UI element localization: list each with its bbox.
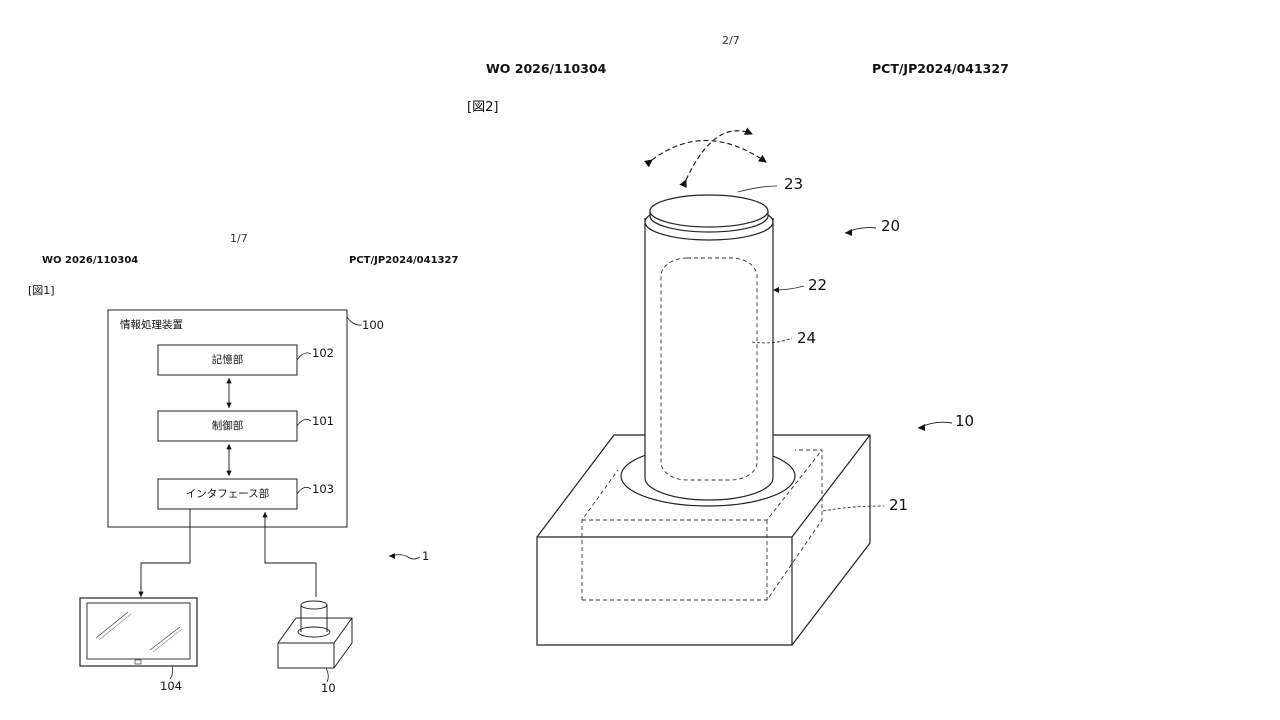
application-number-left: PCT/JP2024/041327 (349, 255, 459, 266)
page-number-left: 1/7 (230, 232, 248, 245)
sensor-ref-small: 10 (321, 681, 336, 695)
rotation-arrows (644, 127, 767, 189)
page-number-right: 2/7 (722, 34, 740, 47)
device-title: 情報処理装置 (120, 319, 183, 331)
base-inner-dashed (581, 449, 823, 601)
ref-cylinder: 22 (808, 276, 828, 294)
storage-block-label: 記憶部 (211, 354, 244, 366)
control-block-label: 制御部 (211, 420, 244, 432)
ref-base-inner: 21 (889, 496, 909, 514)
control-block-ref: 101 (312, 414, 334, 428)
ref-inner-region: 24 (797, 329, 817, 347)
display-ref: 104 (160, 679, 182, 693)
publication-number-right: WO 2026/110304 (486, 61, 607, 76)
cylinder-body (644, 203, 774, 501)
ref-top-surface: 23 (784, 175, 804, 193)
device-box (107, 309, 348, 528)
ref-base-unit: 10 (955, 412, 975, 430)
display-monitor (79, 597, 198, 667)
system-ref: 1 (422, 549, 430, 563)
application-number-right: PCT/JP2024/041327 (872, 61, 1009, 76)
storage-block-ref: 102 (312, 346, 334, 360)
publication-number-left: WO 2026/110304 (42, 255, 139, 266)
top-surface (649, 194, 769, 233)
figure-label-1: [図1] (28, 284, 55, 297)
sensor-device-small (277, 600, 353, 669)
figure-label-2: [図2] (467, 100, 499, 115)
interface-block-label: インタフェース部 (185, 488, 270, 500)
device-ref: 100 (362, 318, 384, 332)
interface-block-ref: 103 (312, 482, 334, 496)
inner-region-dashed (660, 257, 758, 481)
ref-stick-assembly: 20 (881, 217, 901, 235)
